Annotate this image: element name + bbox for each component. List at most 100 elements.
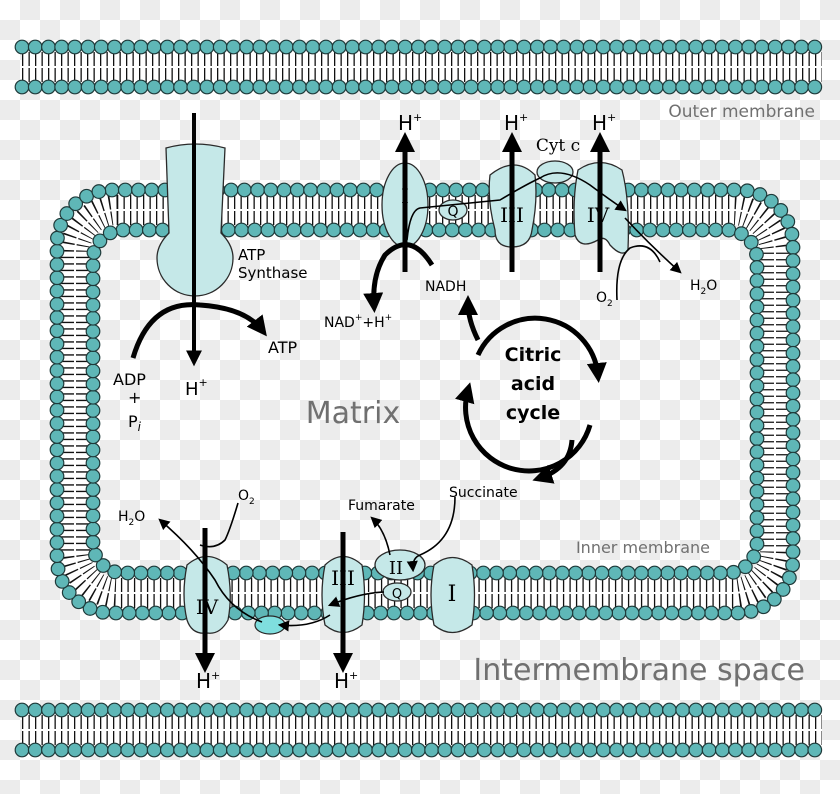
lipid-head	[49, 283, 65, 299]
lipid-head	[673, 565, 689, 581]
lipid-head	[766, 591, 782, 607]
lipid-head	[85, 403, 101, 418]
lipid-head	[424, 742, 440, 758]
lipid-head	[305, 702, 321, 718]
lipid-head	[660, 182, 676, 198]
lipid-head	[543, 79, 558, 95]
lipid-head	[543, 702, 558, 718]
lipid-head	[85, 271, 101, 287]
lipid-head	[85, 416, 101, 432]
lipid-head	[688, 79, 704, 95]
lipid-head	[701, 702, 717, 718]
lipid-head	[780, 79, 796, 95]
lipid-head	[54, 79, 70, 95]
lipid-head	[146, 565, 162, 581]
lipid-head	[785, 531, 801, 546]
lipid-head	[95, 604, 111, 620]
lipid-head	[726, 182, 742, 198]
lipid-head	[239, 702, 255, 718]
lipid-head	[477, 39, 492, 55]
lipid-head	[749, 523, 765, 539]
lipid-head	[516, 742, 532, 758]
lipid-head	[749, 365, 765, 381]
lipid-head	[749, 391, 765, 407]
lipid-head	[331, 702, 347, 718]
lipid-head	[582, 79, 598, 95]
lipid-head	[529, 39, 545, 55]
lipid-head	[675, 79, 691, 95]
lipid-head	[141, 222, 157, 238]
lipid-head	[741, 79, 757, 95]
lipid-head	[647, 182, 663, 198]
lipid-head	[49, 442, 65, 458]
lipid-head	[475, 565, 491, 581]
lipid-head	[369, 182, 385, 198]
lipid-head	[529, 702, 545, 718]
lipid-head	[767, 742, 783, 758]
lipid-head	[27, 79, 43, 95]
lipid-head	[85, 521, 101, 537]
lipid-head	[226, 742, 241, 758]
lipid-head	[386, 605, 402, 621]
lipid-head	[199, 702, 215, 718]
lipid-head	[571, 605, 587, 621]
lipid-head	[490, 702, 506, 718]
lipid-head	[313, 222, 328, 238]
lipid-head	[431, 222, 447, 238]
lipid-head	[699, 565, 715, 581]
lipid-head	[212, 79, 228, 95]
lipid-head	[93, 39, 109, 55]
lipid-head	[609, 79, 624, 95]
lipid-head	[236, 182, 252, 198]
lipid-head	[541, 565, 557, 581]
lipid-head	[785, 332, 801, 348]
lipid-head	[609, 702, 624, 718]
lipid-head	[620, 565, 636, 581]
nadh-label: NADH	[425, 279, 466, 295]
lipid-head	[737, 559, 753, 575]
lipid-head	[318, 702, 334, 718]
lipid-head	[749, 457, 765, 473]
lipid-head	[397, 702, 413, 718]
lipid-head	[159, 39, 175, 55]
lipid-head	[807, 742, 823, 758]
lipid-head	[49, 323, 65, 339]
lipid-head	[633, 565, 649, 581]
lipid-head	[622, 79, 638, 95]
citric-acid-cycle-arrows	[455, 315, 607, 484]
lipid-head	[146, 742, 162, 758]
lipid-head	[490, 742, 506, 758]
lipid-head	[662, 742, 677, 758]
lipid-head	[239, 742, 255, 758]
lipid-head	[115, 222, 131, 238]
lipid-head	[93, 742, 109, 758]
lipid-head	[767, 702, 783, 718]
lipid-head	[688, 702, 704, 718]
lipid-head	[199, 742, 215, 758]
lipid-head	[503, 39, 519, 55]
lipid-head	[648, 742, 664, 758]
lipid-head	[80, 702, 96, 718]
lipid-head	[49, 468, 65, 484]
lipid-head	[728, 702, 743, 718]
lipid-head	[749, 536, 765, 552]
lipid-head	[146, 702, 162, 718]
lipid-head	[344, 702, 360, 718]
lipid-head	[49, 362, 65, 378]
lipid-head	[61, 585, 77, 600]
lipid-head	[120, 565, 136, 581]
lipid-head	[49, 548, 65, 564]
lipid-head	[91, 184, 107, 199]
lipid-head	[226, 39, 241, 55]
nad-label: NAD++H+	[324, 313, 392, 331]
lipid-head	[85, 284, 101, 300]
lipid-head	[85, 534, 101, 550]
lipid-head	[634, 182, 649, 198]
h-plus-top-1: H+	[398, 111, 422, 135]
lipid-head	[754, 742, 770, 758]
lipid-head	[595, 79, 611, 95]
lipid-head	[161, 605, 177, 621]
lipid-head	[134, 605, 150, 621]
lipid-head	[516, 79, 532, 95]
lipid-head	[622, 702, 638, 718]
